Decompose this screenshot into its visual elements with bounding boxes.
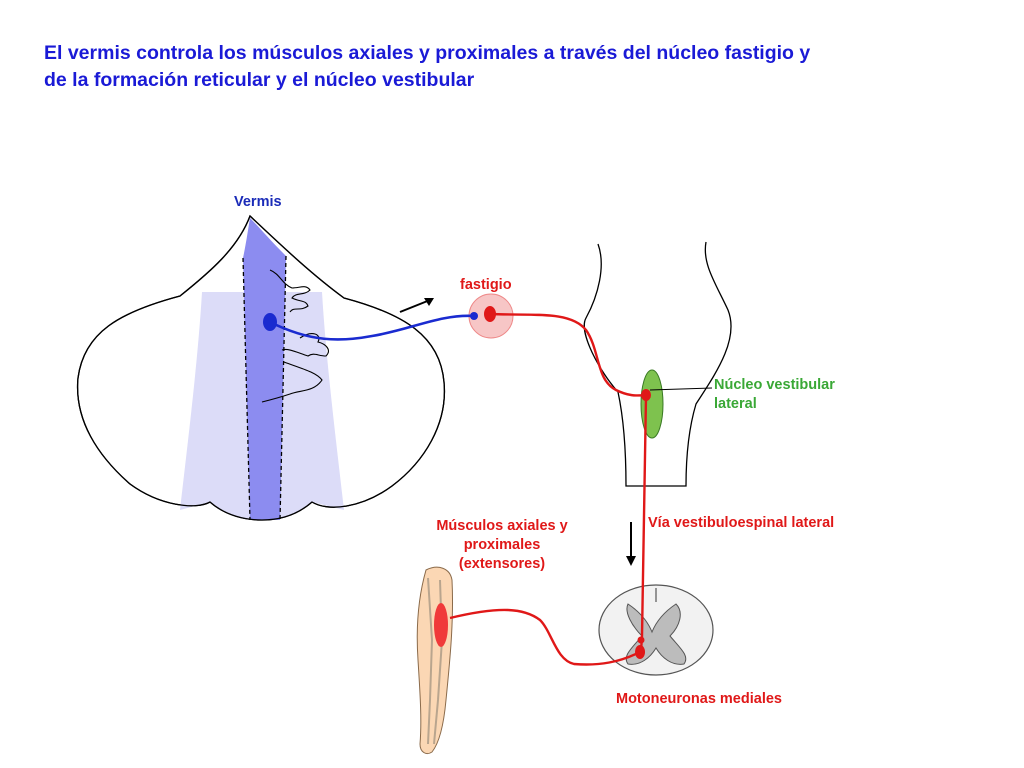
spinal-synapse [637,636,645,644]
label-musculos: Músculos axiales y proximales (extensore… [416,517,588,574]
motor-efferent-pathway [449,608,641,666]
purkinje-cell-body [263,313,277,331]
title-line-1: El vermis controla los músculos axiales … [44,42,811,64]
vestibular-pointer [649,387,713,391]
label-via-vestibuloespinal: Vía vestibuloespinal lateral [648,515,835,531]
label-nucleo-vestibular-line1: Núcleo vestibular [714,377,835,393]
label-fastigio: fastigio [460,277,512,293]
label-motoneuronas: Motoneuronas mediales [616,691,782,707]
vermis-region [243,218,286,520]
arrow-right-icon [399,298,434,313]
label-musculos-line1: Músculos axiales y [436,518,568,534]
label-musculos-line3: (extensores) [458,556,546,572]
muscle-extensor [434,603,448,647]
fastigio-vestibular-pathway [489,312,647,397]
arrow-down-icon [626,522,636,566]
title-line-2: de la formación reticular y el núcleo ve… [44,69,475,91]
folia-lines [261,269,329,403]
vermis-fastigio-pathway [269,314,475,341]
brainstem [583,241,732,487]
slide-title: El vermis controla los músculos axiales … [44,40,984,94]
cerebellum [76,214,446,521]
label-nucleo-vestibular-line2: lateral [714,396,757,412]
label-musculos-line2: proximales [463,537,541,553]
label-nucleo-vestibular: Núcleo vestibular lateral [714,376,835,414]
label-vermis: Vermis [234,194,282,210]
arm-illustration [416,566,454,755]
brainstem-outline [583,241,732,487]
vestibular-cell-body [641,389,651,401]
blue-synapse [470,312,478,320]
